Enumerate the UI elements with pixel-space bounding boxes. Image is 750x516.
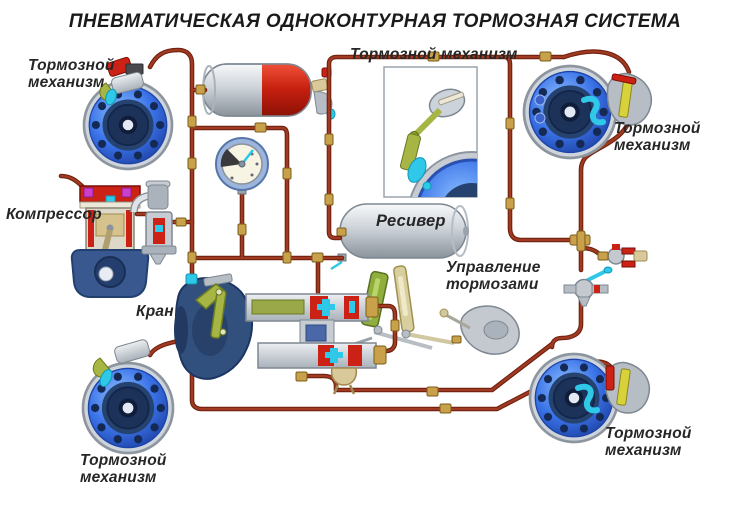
brake-drum-bottom-left (81, 339, 175, 455)
diagram-title: ПНЕВМАТИЧЕСКАЯ ОДНОКОНТУРНАЯ ТОРМОЗНАЯ С… (68, 11, 682, 32)
brake-drum-top-right (522, 64, 653, 160)
brake-valve-illustration (174, 273, 387, 395)
label-brake-inset: Тормозной механизм (350, 46, 518, 63)
pipe-fittings (175, 51, 591, 414)
label-receiver: Ресивер (376, 212, 446, 230)
brake-drum-bottom-right (528, 352, 651, 444)
receiver-illustration (330, 203, 469, 271)
brake-drum-top-left (82, 56, 174, 171)
compressor-illustration (70, 185, 150, 298)
pressure-gauge-illustration (215, 137, 269, 195)
label-valve: Кран (136, 303, 174, 320)
label-compressor: Компрессор (6, 206, 102, 223)
coupling-head-illustration (597, 244, 648, 268)
air-tank-illustration (202, 63, 336, 120)
pressure-regulator-illustration (130, 180, 177, 265)
inset-detail-box (383, 66, 478, 198)
shutoff-valve-illustration (563, 266, 613, 307)
